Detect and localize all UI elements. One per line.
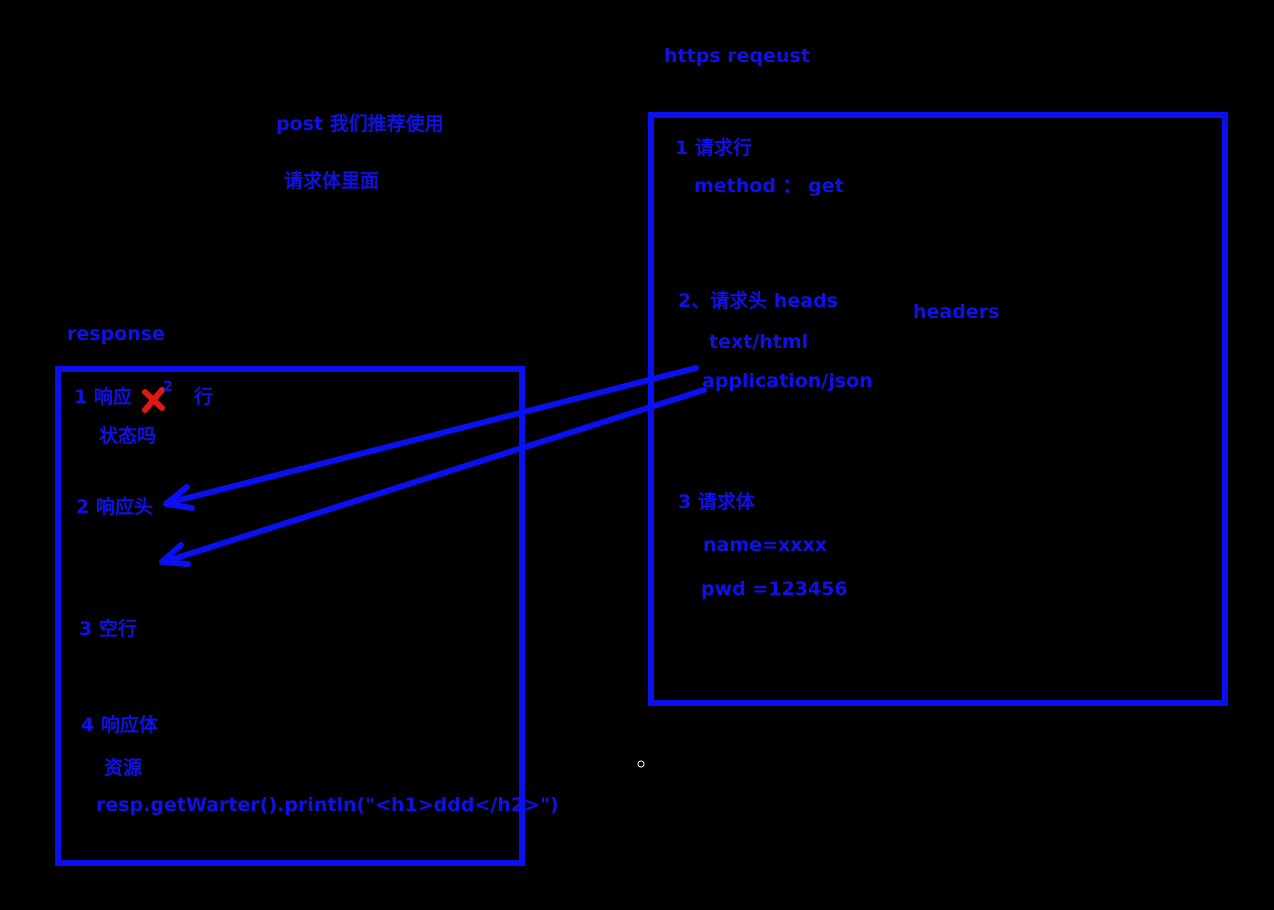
- arrow-headers-to-response-headers: [163, 365, 699, 511]
- response-blank-line: 3 空行: [79, 618, 137, 640]
- arrow-json-to-response: [159, 387, 707, 567]
- response-status: 状态吗: [99, 425, 157, 447]
- request-line-title: 1 请求行: [675, 137, 752, 159]
- response-line-prefix: 1 响应: [74, 386, 132, 408]
- request-method: method ： get: [694, 175, 844, 197]
- request-body-item-2: pwd =123456: [701, 578, 848, 600]
- cross-mark-icon: [142, 387, 165, 413]
- response-code: resp.getWarter().println("<h1>ddd</h2>"): [96, 794, 559, 816]
- request-body-title: 3 请求体: [678, 491, 755, 513]
- response-resource: 资源: [104, 757, 143, 779]
- response-title: response: [67, 323, 165, 345]
- response-line-superscript: 2: [163, 379, 173, 395]
- response-headers-title: 2 响应头: [76, 496, 153, 518]
- note-post-recommend: post 我们推荐使用: [276, 113, 444, 135]
- response-body-title: 4 响应体: [81, 714, 158, 736]
- request-body-item-1: name=xxxx: [703, 534, 827, 556]
- dot-marker-icon: [637, 760, 645, 768]
- request-headers-note: headers: [913, 301, 1000, 323]
- note-in-body: 请求体里面: [284, 170, 380, 192]
- request-header-item-1: text/html: [709, 331, 809, 353]
- request-header-item-2: application/json: [702, 370, 873, 392]
- response-line-suffix: 行: [194, 386, 214, 408]
- request-headers-title: 2、请求头 heads: [678, 290, 838, 312]
- request-title: https reqeust: [664, 45, 810, 67]
- response-box: [55, 366, 525, 866]
